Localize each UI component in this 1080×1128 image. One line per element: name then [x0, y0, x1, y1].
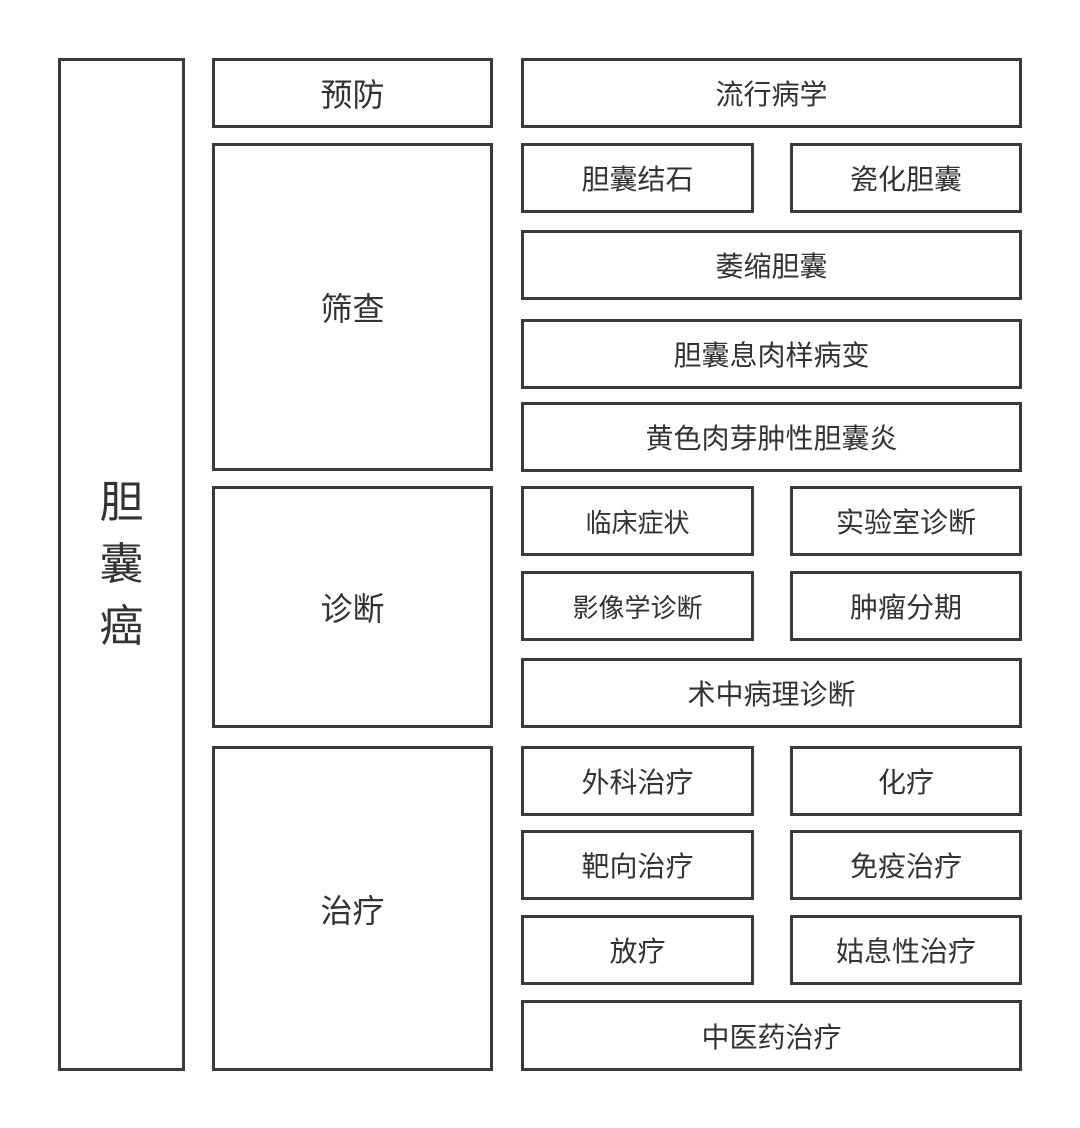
item-epidemiology: 流行病学 — [521, 58, 1022, 128]
item-gallbladder-polyps: 胆囊息肉样病变 — [521, 319, 1022, 389]
item-lab-diagnosis: 实验室诊断 — [790, 486, 1022, 556]
item-xanthogranulomatous-cholecystitis: 黄色肉芽肿性胆囊炎 — [521, 402, 1022, 472]
item-intraop-pathology: 术中病理诊断 — [521, 658, 1022, 728]
item-immunotherapy: 免疫治疗 — [790, 830, 1022, 900]
item-clinical-symptoms: 临床症状 — [521, 486, 754, 556]
item-chemotherapy: 化疗 — [790, 746, 1022, 816]
category-diagnosis: 诊断 — [212, 486, 493, 728]
category-screening: 筛查 — [212, 143, 493, 471]
root-char-3: 癌 — [99, 600, 144, 652]
item-tumor-staging: 肿瘤分期 — [790, 571, 1022, 641]
item-radiotherapy: 放疗 — [521, 915, 754, 985]
root-char-1: 胆 — [99, 476, 144, 528]
item-imaging-diagnosis: 影像学诊断 — [521, 571, 754, 641]
item-targeted-therapy: 靶向治疗 — [521, 830, 754, 900]
root-char-2: 囊 — [99, 538, 144, 590]
category-prevention: 预防 — [212, 58, 493, 128]
category-treatment: 治疗 — [212, 746, 493, 1071]
item-atrophic-gallbladder: 萎缩胆囊 — [521, 230, 1022, 300]
item-tcm-therapy: 中医药治疗 — [521, 1000, 1022, 1071]
item-gallstones: 胆囊结石 — [521, 143, 754, 213]
item-surgery: 外科治疗 — [521, 746, 754, 816]
root-node-gallbladder-cancer: 胆 囊 癌 — [58, 58, 185, 1071]
item-porcelain-gallbladder: 瓷化胆囊 — [790, 143, 1022, 213]
item-palliative-therapy: 姑息性治疗 — [790, 915, 1022, 985]
